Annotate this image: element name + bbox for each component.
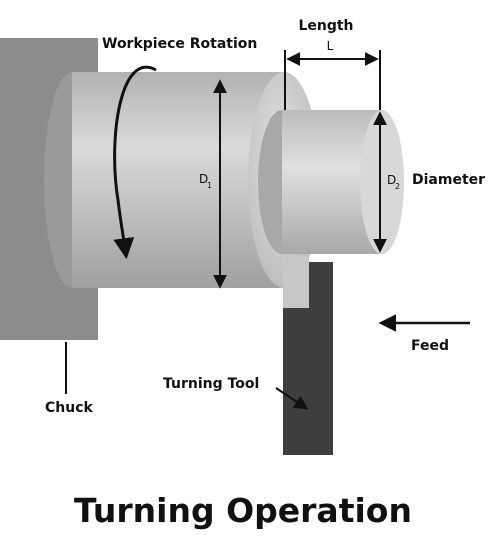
d1-subscript: 1 [207, 181, 212, 190]
d2-subscript: 2 [395, 182, 400, 191]
diagram-title: Turning Operation [74, 491, 412, 530]
chuck-label: Chuck [45, 400, 94, 416]
turning-tool [283, 256, 333, 455]
d2-label: D [387, 173, 396, 187]
feed-label: Feed [411, 338, 449, 354]
workpiece-turned-diameter [258, 110, 404, 254]
tool-tip [283, 256, 309, 308]
turning-tool-label: Turning Tool [163, 376, 259, 392]
d1-label: D [199, 172, 208, 186]
turning-tool-leader [275, 387, 309, 410]
rotation-arrow [113, 65, 157, 260]
workpiece-rotation-label: Workpiece Rotation [102, 36, 257, 52]
length-symbol: L [327, 39, 334, 53]
length-label: Length [298, 18, 353, 34]
diameter-label: Diameter [412, 172, 485, 188]
